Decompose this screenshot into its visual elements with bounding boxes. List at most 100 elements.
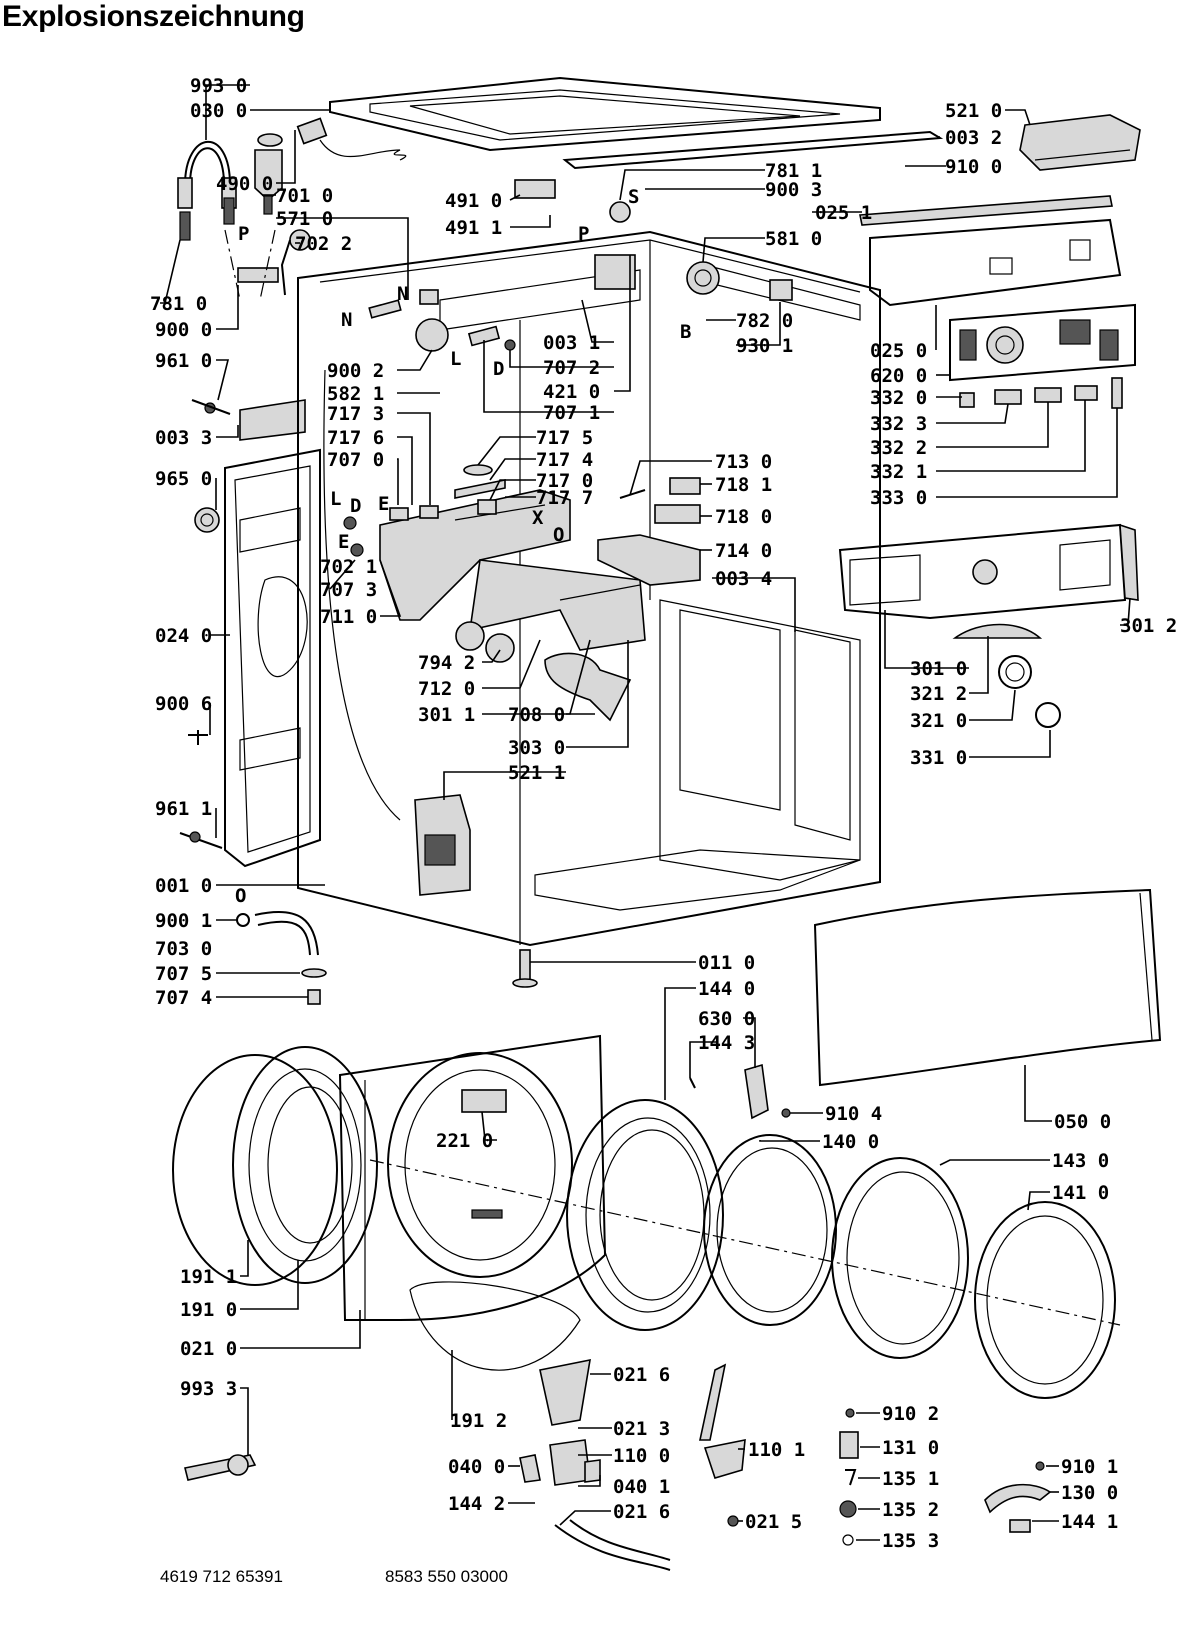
connection-letter: N bbox=[397, 283, 408, 305]
part-label: 021 6 bbox=[613, 1364, 670, 1386]
sump-hose bbox=[544, 652, 632, 722]
part-label: 140 0 bbox=[822, 1131, 879, 1153]
part-label: 571 0 bbox=[276, 208, 333, 230]
small-valve bbox=[280, 229, 311, 296]
part-label: 718 0 bbox=[715, 506, 772, 528]
pressure-switch bbox=[686, 261, 720, 295]
part-label: 021 3 bbox=[613, 1418, 670, 1440]
connection-letter: L bbox=[450, 348, 461, 370]
part-label: 144 2 bbox=[448, 1493, 505, 1515]
part-label: 191 0 bbox=[180, 1299, 237, 1321]
door-glass bbox=[703, 1134, 837, 1326]
control-panel-fascia bbox=[838, 523, 1139, 620]
part-label: 581 0 bbox=[765, 228, 822, 250]
control-panel-frame bbox=[859, 195, 1122, 307]
leader-lines bbox=[160, 84, 1131, 1541]
part-label: 620 0 bbox=[870, 365, 927, 387]
button-set bbox=[959, 377, 1123, 409]
part-label: 491 1 bbox=[445, 217, 502, 239]
inlet-valve bbox=[254, 133, 283, 215]
part-label: 713 0 bbox=[715, 451, 772, 473]
part-label: 024 0 bbox=[155, 625, 212, 647]
part-label: 717 0 bbox=[536, 470, 593, 492]
part-label: 144 3 bbox=[698, 1032, 755, 1054]
electronic-module bbox=[414, 794, 471, 896]
part-label: 707 0 bbox=[327, 449, 384, 471]
part-label: 191 1 bbox=[180, 1266, 237, 1288]
connection-letter: P bbox=[578, 223, 589, 245]
part-label: 144 1 bbox=[1061, 1511, 1118, 1533]
part-label: 301 0 bbox=[910, 658, 967, 680]
part-label: 135 1 bbox=[882, 1468, 939, 1490]
part-label: 712 0 bbox=[418, 678, 475, 700]
part-label: 003 1 bbox=[543, 332, 600, 354]
hinge-parts bbox=[689, 1063, 791, 1120]
part-label: 781 1 bbox=[765, 160, 822, 182]
part-label: 332 1 bbox=[870, 461, 927, 483]
inlet-hose-pair bbox=[177, 140, 237, 241]
part-label: 717 4 bbox=[536, 449, 593, 471]
part-label: 143 0 bbox=[1052, 1150, 1109, 1172]
part-label: 003 2 bbox=[945, 127, 1002, 149]
part-label: 708 0 bbox=[508, 704, 565, 726]
control-board bbox=[949, 303, 1136, 382]
part-label: 702 2 bbox=[295, 233, 352, 255]
part-label: 993 0 bbox=[190, 75, 247, 97]
part-label: 221 0 bbox=[436, 1130, 493, 1152]
door-handle-parts bbox=[519, 1358, 746, 1571]
part-label: 135 3 bbox=[882, 1530, 939, 1552]
connection-letter: P bbox=[238, 223, 249, 245]
part-label: 718 1 bbox=[715, 474, 772, 496]
connection-letter: N bbox=[341, 309, 352, 331]
part-label: 711 0 bbox=[320, 606, 377, 628]
door-lock bbox=[461, 1089, 507, 1219]
part-label: 011 0 bbox=[698, 952, 755, 974]
part-label: 003 3 bbox=[155, 427, 212, 449]
dispenser-valves bbox=[389, 464, 506, 521]
part-label: 910 4 bbox=[825, 1103, 882, 1125]
part-label: 141 0 bbox=[1052, 1182, 1109, 1204]
gasket-ring bbox=[409, 1281, 581, 1371]
top-fittings bbox=[368, 179, 793, 352]
connection-letter: B bbox=[680, 321, 691, 343]
part-label: 332 2 bbox=[870, 437, 927, 459]
part-label: 321 0 bbox=[910, 710, 967, 732]
side-screws bbox=[179, 730, 223, 849]
part-label: 040 1 bbox=[613, 1476, 670, 1498]
part-label: 781 0 bbox=[150, 293, 207, 315]
top-cover bbox=[329, 76, 881, 152]
part-label: 930 1 bbox=[736, 335, 793, 357]
center-axis bbox=[369, 1159, 1121, 1326]
door-lever bbox=[984, 1461, 1052, 1533]
knob-parts bbox=[952, 623, 1061, 728]
part-label: 144 0 bbox=[698, 978, 755, 1000]
tub-gasket bbox=[172, 1046, 378, 1286]
part-label: 130 0 bbox=[1061, 1482, 1118, 1504]
part-label: 910 0 bbox=[945, 156, 1002, 178]
part-labels: 993 0 030 0 490 0 701 0 571 0 702 2 781 … bbox=[150, 75, 1177, 1552]
part-label: 961 0 bbox=[155, 350, 212, 372]
connection-letter: D bbox=[493, 358, 504, 380]
connection-letter: L bbox=[330, 488, 341, 510]
valve-bracket bbox=[224, 229, 279, 301]
part-label: 301 1 bbox=[418, 704, 475, 726]
connection-letter: S bbox=[628, 186, 639, 208]
part-label: 131 0 bbox=[882, 1437, 939, 1459]
part-label: 714 0 bbox=[715, 540, 772, 562]
adjustable-foot bbox=[512, 949, 538, 988]
part-label: 521 1 bbox=[508, 762, 565, 784]
front-panel bbox=[338, 1034, 607, 1321]
part-label: 001 0 bbox=[155, 875, 212, 897]
part-label: 910 1 bbox=[1061, 1456, 1118, 1478]
drain-hose bbox=[236, 910, 327, 1005]
connection-letter: X bbox=[532, 507, 544, 529]
part-label: 630 0 bbox=[698, 1008, 755, 1030]
valve-holders bbox=[619, 477, 701, 524]
part-label: 490 0 bbox=[216, 173, 273, 195]
part-label: 900 2 bbox=[327, 360, 384, 382]
part-label: 717 5 bbox=[536, 427, 593, 449]
service-tool bbox=[184, 1454, 257, 1481]
door-ring bbox=[831, 1157, 969, 1359]
lock-parts bbox=[839, 1408, 859, 1546]
